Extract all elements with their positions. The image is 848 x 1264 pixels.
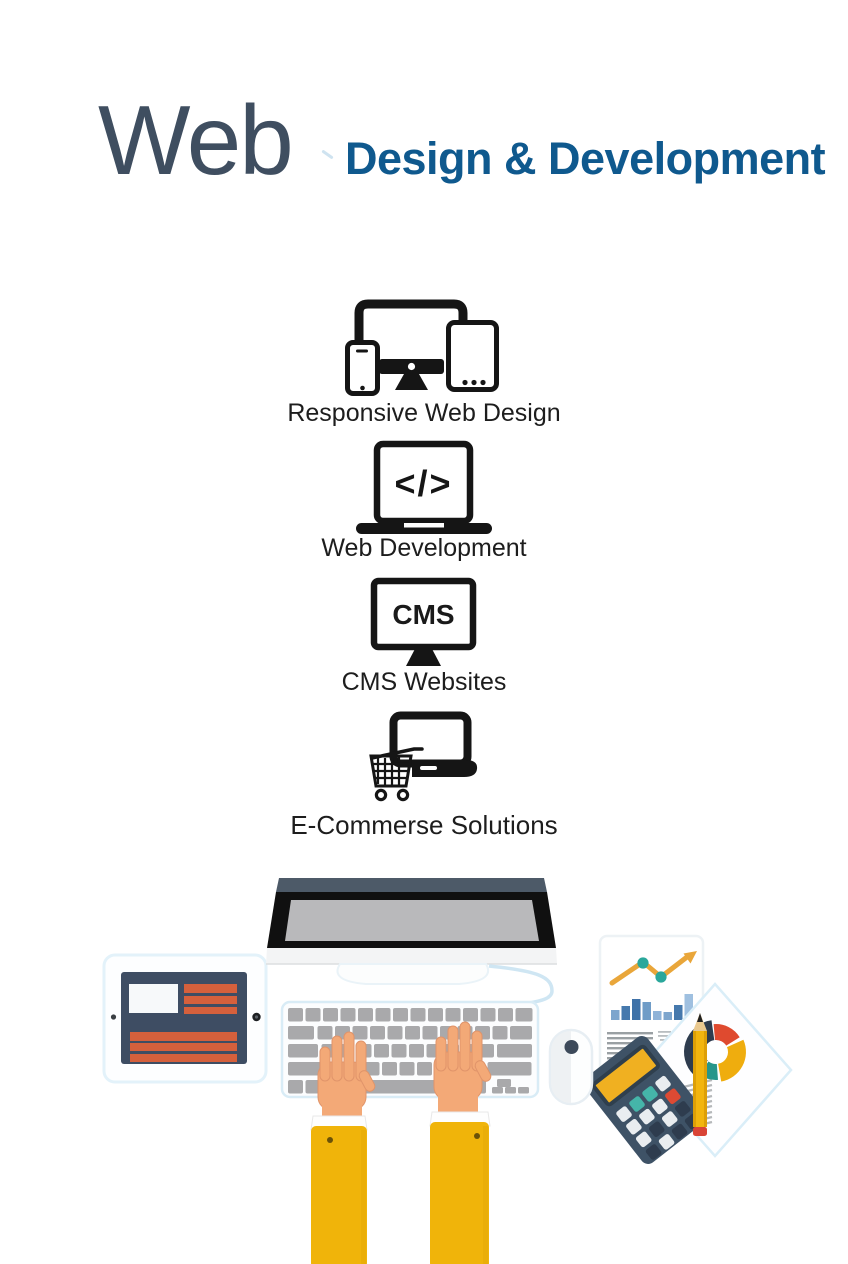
service-label-ecommerce: E-Commerse Solutions — [290, 810, 558, 840]
desktop-monitor — [266, 878, 557, 1031]
service-label-cms: CMS Websites — [341, 668, 507, 696]
bar-chart — [611, 994, 693, 1020]
sleeves — [310, 1111, 491, 1264]
sleeve-button — [474, 1133, 480, 1139]
shopping-cart-icon — [369, 747, 424, 802]
code-laptop-icon: </> — [356, 440, 492, 534]
desktop-frame-icon — [354, 299, 468, 346]
desk-illustration — [102, 878, 793, 1264]
page-subtitle: Design & Development — [345, 133, 826, 184]
sleeve-button — [327, 1137, 333, 1143]
left-hand — [317, 1031, 376, 1120]
typing-hands — [317, 1021, 492, 1120]
cms-monitor-icon: CMS — [370, 577, 477, 666]
pencil — [693, 1013, 707, 1136]
decorative-tick — [321, 149, 334, 160]
page-title: Web — [98, 85, 294, 195]
monitor-icon — [379, 359, 444, 390]
mouse — [548, 1028, 594, 1106]
code-glyph: </> — [394, 463, 452, 504]
ecommerce-laptop-cart-icon — [369, 711, 478, 802]
right-hand — [433, 1021, 492, 1118]
keyboard-keys — [288, 1008, 533, 1094]
phone-icon — [345, 340, 380, 396]
calculator-buttons — [616, 1075, 701, 1160]
calculator — [583, 1036, 707, 1164]
responsive-devices-icon — [345, 299, 499, 396]
tablet-icon — [446, 320, 499, 392]
cms-glyph: CMS — [392, 599, 454, 630]
service-label-responsive: Responsive Web Design — [287, 399, 561, 427]
tablet-wireframe — [102, 953, 268, 1084]
service-label-webdev: Web Development — [321, 534, 527, 562]
line-chart — [609, 951, 697, 986]
